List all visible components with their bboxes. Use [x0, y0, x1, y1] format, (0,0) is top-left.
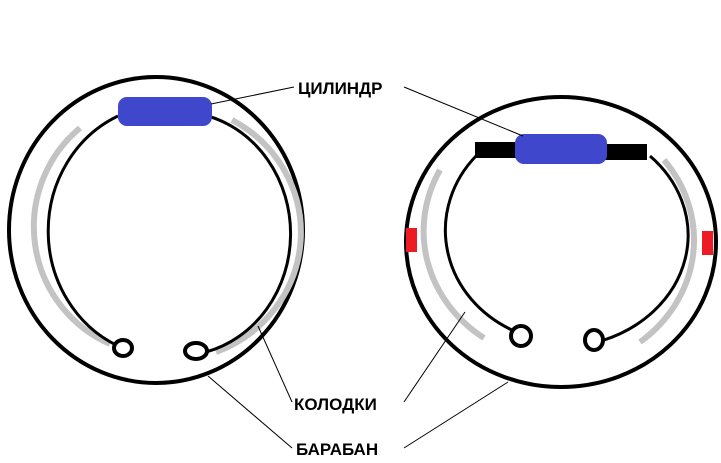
leader-cylinder-right: [403, 86, 524, 137]
right-shoe-right: [603, 154, 690, 342]
right-piston-left: [475, 142, 519, 158]
left-pad-left: [30, 125, 112, 347]
left-cylinder: [118, 97, 212, 126]
leader-drum-right: [403, 381, 509, 449]
leader-drum-left: [207, 375, 293, 449]
right-pad-left: [420, 168, 486, 341]
label-cylinder: ЦИЛИНДР: [298, 79, 383, 98]
left-brake-assembly: [7, 75, 305, 385]
label-pads: КОЛОДКИ: [294, 395, 377, 414]
right-piston-right: [602, 144, 647, 160]
left-pad-right: [214, 117, 304, 355]
right-pad-right: [638, 158, 698, 345]
leader-pads-right: [403, 311, 466, 403]
leader-lines: [207, 86, 524, 449]
left-pin-right: [183, 341, 209, 361]
right-marker-left: [406, 228, 417, 252]
leader-cylinder-left: [210, 86, 295, 105]
left-shoe-right: [205, 114, 293, 354]
left-shoe-left: [46, 114, 119, 348]
right-cylinder: [515, 134, 607, 164]
label-drum: БАРАБАН: [296, 440, 378, 459]
right-shoe-left: [443, 154, 513, 332]
right-marker-right: [702, 231, 713, 255]
right-pin-left: [509, 324, 533, 348]
right-pin-right: [583, 328, 605, 352]
left-pin-left: [112, 338, 134, 358]
right-brake-assembly: [404, 95, 718, 389]
leader-pads-left: [257, 325, 293, 403]
